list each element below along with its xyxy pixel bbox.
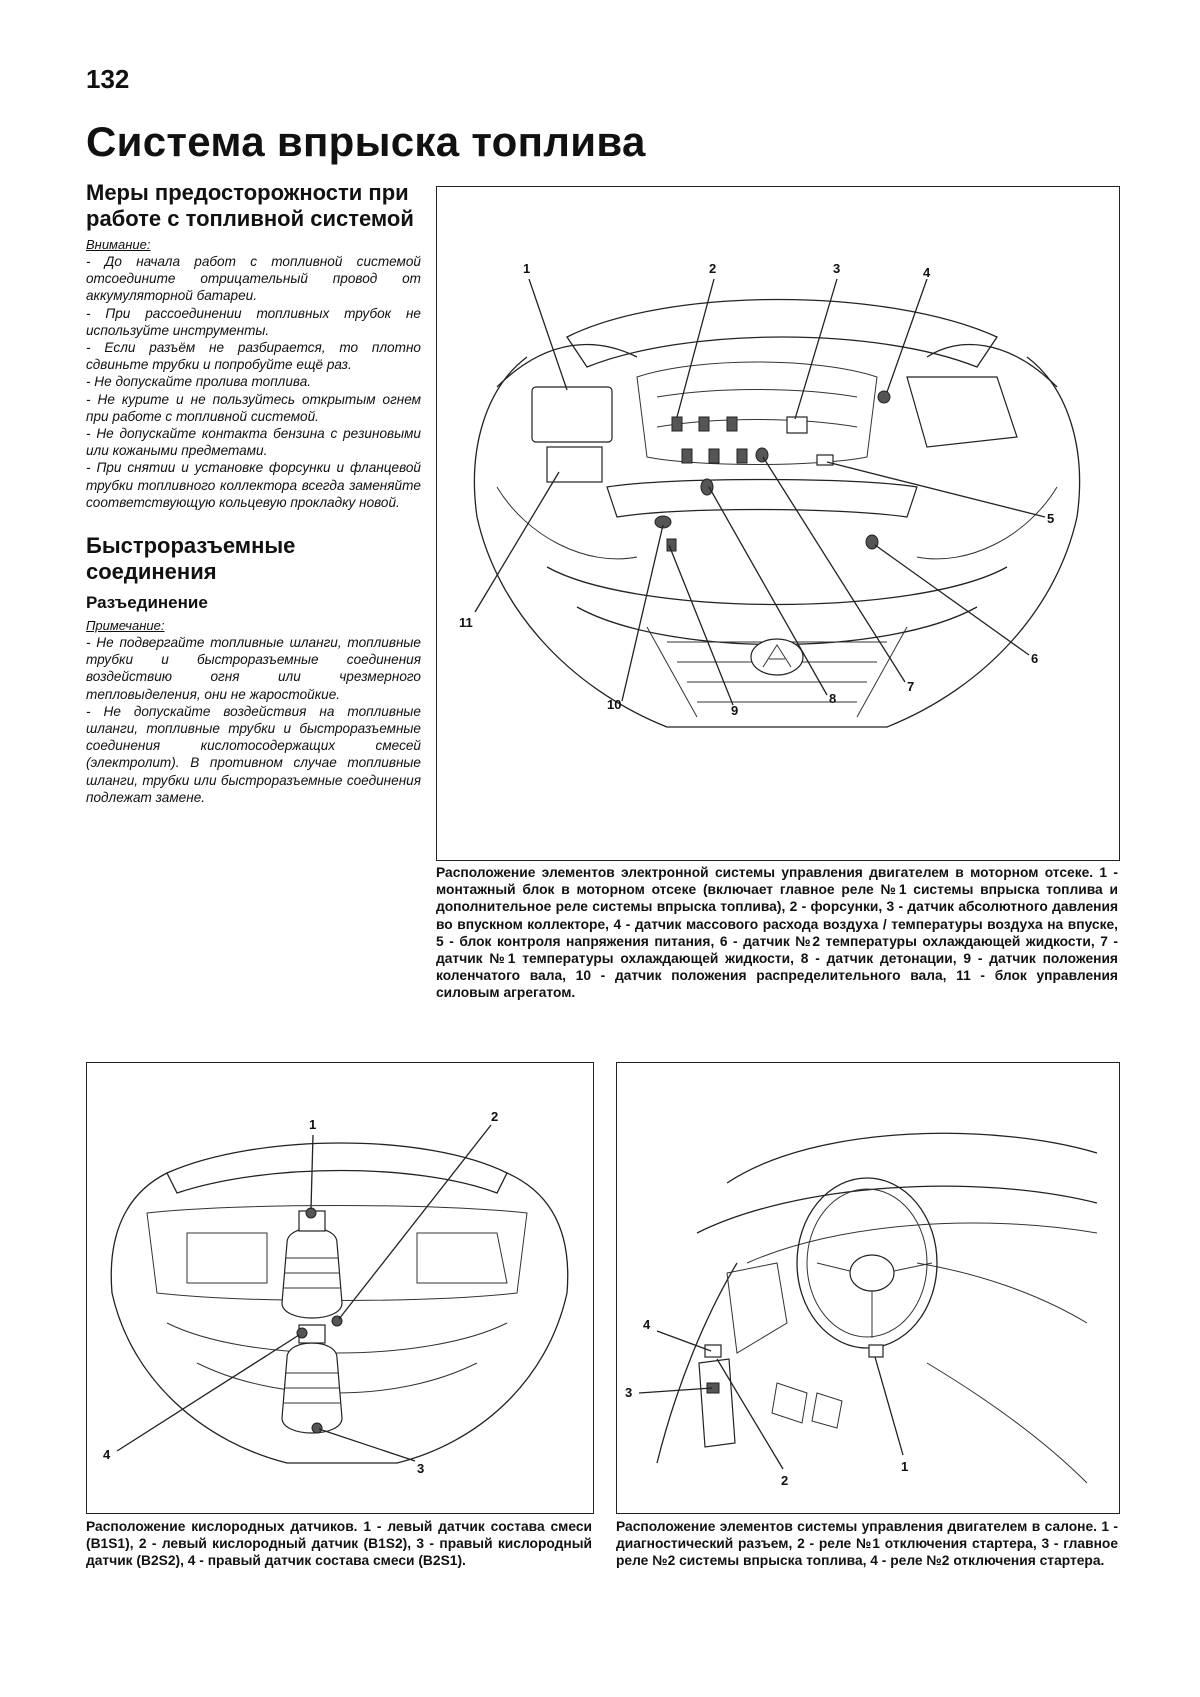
starter-cut-relay-2 bbox=[704, 1344, 722, 1358]
steering-hub-emblem-icon bbox=[849, 1254, 895, 1292]
callout-3: 3 bbox=[625, 1385, 632, 1400]
note-label: Примечание: bbox=[86, 618, 165, 634]
map-sensor bbox=[786, 416, 808, 434]
figure-oxygen-sensors: 1 2 3 4 bbox=[86, 1062, 594, 1514]
cabin-components-drawing: 1 2 3 4 bbox=[625, 1132, 1098, 1488]
pgm-fi-relay-box bbox=[698, 1358, 736, 1448]
section-heading-quick-connectors: Быстроразъемные соединения bbox=[86, 533, 296, 585]
list-item: - Не допускайте контакта бензина с резин… bbox=[86, 426, 421, 459]
list-item: - Не подвергайте топливные шланги, топли… bbox=[86, 635, 421, 702]
callout-6: 6 bbox=[1031, 651, 1038, 666]
callout-1: 1 bbox=[309, 1117, 316, 1132]
attention-label: Внимание: bbox=[86, 237, 151, 252]
callout-8: 8 bbox=[829, 691, 836, 706]
callout-2: 2 bbox=[709, 261, 716, 276]
air-cleaner-housing bbox=[906, 376, 1018, 448]
section-heading-precautions: Меры предосторожности при работе с топли… bbox=[86, 180, 414, 231]
figure-1-caption: Расположение элементов электронной систе… bbox=[436, 865, 1118, 1001]
callout-3: 3 bbox=[833, 261, 840, 276]
list-item: - Не допускайте воздействия на топливные… bbox=[86, 703, 421, 805]
callout-10: 10 bbox=[607, 697, 621, 712]
list-item: - До начала работ с топливной системой о… bbox=[86, 254, 421, 304]
callout-7: 7 bbox=[907, 679, 914, 694]
subheading-disconnection: Разъединение bbox=[86, 593, 208, 613]
callout-4: 4 bbox=[643, 1317, 651, 1332]
callout-4: 4 bbox=[923, 265, 931, 280]
page-title: Система впрыска топлива bbox=[86, 118, 646, 165]
left-column: Меры предосторожности при работе с топли… bbox=[86, 180, 421, 806]
figure-engine-compartment: 1 2 3 4 5 6 7 8 9 10 11 bbox=[436, 186, 1120, 861]
list-item: - Не курите и не пользуйтесь открытым ог… bbox=[86, 391, 421, 424]
engine-compartment-drawing: 1 2 3 4 5 6 7 8 9 10 11 bbox=[459, 261, 1081, 728]
oxygen-sensors-drawing: 1 2 3 4 bbox=[103, 1109, 569, 1476]
callout-11: 11 bbox=[459, 615, 473, 630]
pcm-module bbox=[546, 446, 603, 483]
figure-2-caption: Расположение кислородных датчиков. 1 - л… bbox=[86, 1519, 592, 1569]
figure-3-caption: Расположение элементов системы управлени… bbox=[616, 1519, 1118, 1569]
callout-3: 3 bbox=[417, 1461, 424, 1476]
elc-unit bbox=[816, 454, 834, 466]
callout-5: 5 bbox=[1047, 511, 1054, 526]
callout-4: 4 bbox=[103, 1447, 111, 1462]
list-item: - При снятии и установке форсунки и флан… bbox=[86, 460, 421, 510]
callout-2: 2 bbox=[781, 1473, 788, 1488]
notes-list: - Не подвергайте топливные шланги, топли… bbox=[86, 634, 421, 806]
callout-1: 1 bbox=[523, 261, 530, 276]
list-item: - Если разъём не разбирается, то плотно … bbox=[86, 340, 421, 373]
callout-2: 2 bbox=[491, 1109, 498, 1124]
list-item: - Не допускайте пролива топлива. bbox=[86, 374, 312, 390]
page-number: 132 bbox=[86, 64, 130, 94]
steering-wheel bbox=[796, 1177, 938, 1349]
underhood-fuse-box bbox=[531, 386, 613, 443]
callout-9: 9 bbox=[731, 703, 738, 718]
precautions-list: - До начала работ с топливной системой о… bbox=[86, 253, 421, 511]
callout-1: 1 bbox=[901, 1459, 908, 1474]
figure-cabin-components: 1 2 3 4 bbox=[616, 1062, 1120, 1514]
dlc-connector bbox=[868, 1344, 884, 1358]
list-item: - При рассоединении топливных трубок не … bbox=[86, 305, 421, 338]
